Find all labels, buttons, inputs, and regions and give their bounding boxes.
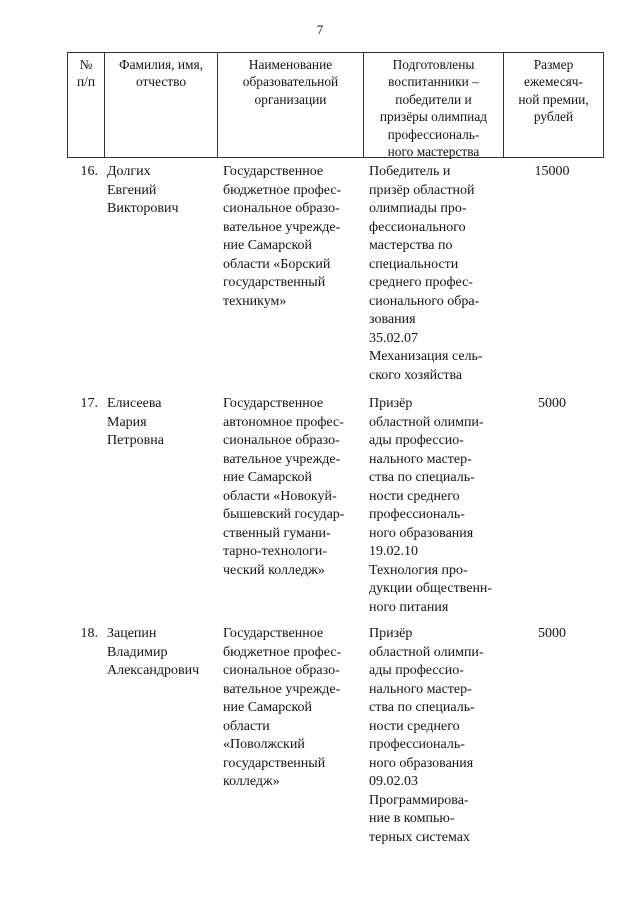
row-number: 17. bbox=[80, 396, 99, 411]
row-organization: Государственное бюджетное профес- сионал… bbox=[223, 626, 342, 789]
row-full-name: Зацепин Владимир Александрович bbox=[107, 626, 200, 678]
row-number: 18. bbox=[80, 626, 99, 641]
page-number: 7 bbox=[316, 22, 324, 37]
row-achievement: Призёр областной олимпи- ады профессио- … bbox=[369, 626, 484, 845]
row-achievement: Призёр областной олимпи- ады профессио- … bbox=[369, 396, 493, 615]
row-full-name: Елисеева Мария Петровна bbox=[107, 396, 164, 448]
row-bonus-amount: 15000 bbox=[534, 164, 570, 179]
header-full-name: Фамилия, имя, отчество bbox=[104, 52, 217, 158]
row-number: 16. bbox=[80, 164, 99, 179]
row-organization: Государственное автономное профес- сиона… bbox=[223, 396, 345, 578]
header-bonus-amount: Размер ежемесяч- ной премии, рублей bbox=[503, 52, 604, 158]
header-number: № п/п bbox=[67, 52, 104, 158]
row-achievement: Победитель и призёр областной олимпиады … bbox=[369, 164, 483, 383]
row-bonus-amount: 5000 bbox=[538, 396, 566, 411]
row-full-name: Долгих Евгений Викторович bbox=[107, 164, 179, 216]
row-organization: Государственное бюджетное профес- сионал… bbox=[223, 164, 342, 309]
header-achievement: Подготовлены воспитанники – победители и… bbox=[363, 52, 503, 159]
row-bonus-amount: 5000 bbox=[538, 626, 566, 641]
header-organization: Наименование образовательной организации bbox=[217, 52, 363, 158]
